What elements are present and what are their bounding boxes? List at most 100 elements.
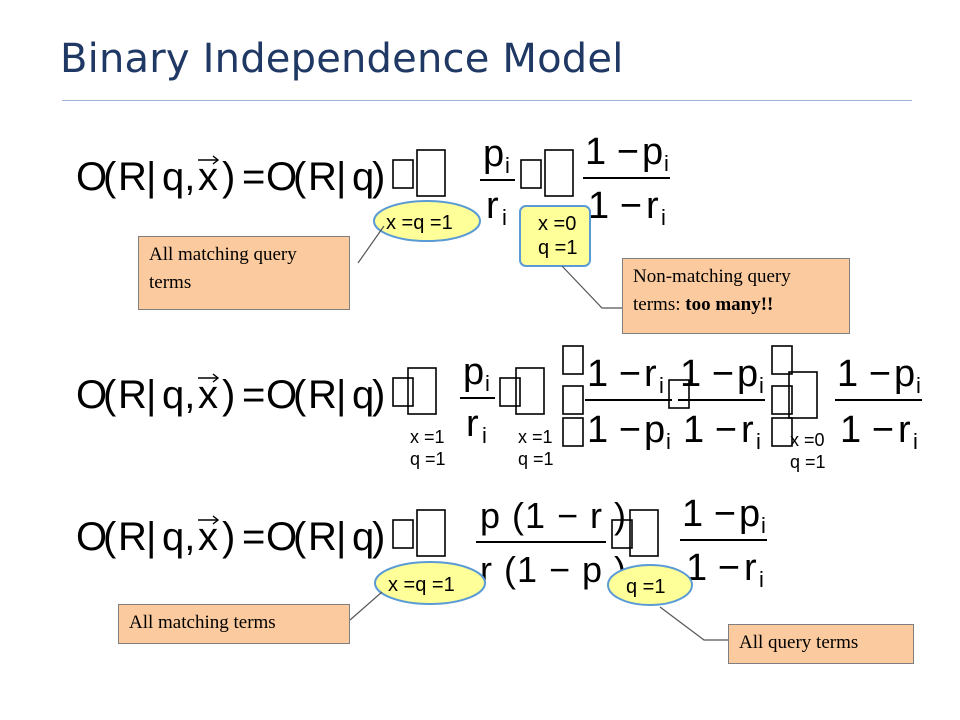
eq3-frac2-num-i: i: [761, 513, 766, 538]
eq3-oval2-condition-text: q =1: [626, 576, 665, 598]
eq2-equals: =: [242, 373, 265, 417]
eq3-lhs-q: q,: [162, 515, 195, 559]
eq1-rhs-open: (: [293, 155, 307, 199]
eq2-product3-glyph-large: [788, 371, 818, 419]
eq3-rhs-open: (: [293, 515, 307, 559]
equation-2: O ( R | q, x ) = O ( R | q ) x =1 q =1 p…: [76, 345, 922, 472]
eq1-rhs-R: R: [308, 155, 337, 199]
callout-all-matching-terms: All matching terms: [118, 604, 350, 644]
eq1-frac2-den-i: i: [661, 205, 666, 230]
eq1-frac2-den-r: r: [646, 185, 659, 227]
eq3-lhs-O: O: [76, 515, 107, 559]
eq2-rhs-O: O: [266, 373, 297, 417]
eq2-frac4-num-1minus: 1 −: [837, 353, 891, 395]
eq3-frac1-denominator: r (1 − p ): [480, 549, 627, 590]
eq2-frac2-den-1minus: 1 −: [587, 409, 641, 451]
eq1-frac1-den-r: r: [486, 185, 499, 227]
eq2-lhs-close: ): [222, 373, 235, 417]
slide-title: Binary Independence Model: [60, 36, 624, 82]
eq3-product2-glyph-large: [629, 509, 659, 557]
callout-all-matching-query-terms: All matching query terms: [138, 236, 350, 310]
eq3-rhs-q: q: [352, 515, 374, 559]
eq1-lhs-R: R: [118, 155, 147, 199]
eq3-matching-condition-oval: [374, 561, 486, 605]
eq1-product2-glyph-large: [544, 149, 574, 197]
eq3-frac2-den-1minus: 1 −: [686, 547, 740, 589]
eq2-vector-arrowhead: [212, 373, 220, 383]
eq1-vector-arrowhead: [212, 155, 220, 165]
eq2-frac4-den-1minus: 1 −: [840, 409, 894, 451]
eq2-frac1-num-i: i: [485, 371, 490, 396]
eq3-rhs-R: R: [308, 515, 337, 559]
eq2-product1-glyph-large: [407, 367, 437, 415]
eq2-rhs-close: ): [372, 373, 385, 417]
eq2-frac2-num-i: i: [659, 373, 664, 398]
eq1-frac1-num-p: p: [483, 133, 504, 175]
eq2-frac2-num-1minus: 1 −: [587, 353, 641, 395]
eq2-lhs-q: q,: [162, 373, 195, 417]
eq1-frac1-num-i: i: [505, 153, 510, 178]
eq1-lhs-q: q,: [162, 155, 195, 199]
eq2-frac2-num-r: r: [644, 353, 657, 395]
eq2-lhs-R: R: [118, 373, 147, 417]
eq3-lhs-x: x: [198, 515, 218, 559]
eq2-frac2-den-i: i: [666, 429, 671, 454]
callout-all-query-terms-text: All query terms: [739, 632, 859, 653]
callout-non-matching-bold-text: too many!!: [685, 294, 774, 315]
eq2-lhs-O: O: [76, 373, 107, 417]
eq2-frac1-num-p: p: [463, 351, 484, 393]
eq1-box-condition-line2: q =1: [538, 237, 577, 259]
eq2-bracket-top-right: [771, 345, 793, 375]
eq3-product2-glyph-small: [611, 519, 633, 549]
eq2-product3-glyph-small: [771, 385, 793, 415]
eq2-frac3-num-i: i: [759, 373, 764, 398]
eq1-box-condition-line1: x =0: [538, 213, 576, 235]
eq2-frac3-den-r: r: [741, 409, 754, 451]
eq3-query-condition-oval: [607, 564, 693, 606]
eq2-bracket-mid-right: [668, 379, 690, 409]
eq1-equals: =: [242, 155, 265, 199]
eq1-frac2-num-i: i: [664, 151, 669, 176]
eq3-oval1-condition-text: x =q =1: [388, 574, 455, 596]
eq1-product2-glyph-small: [520, 159, 542, 189]
eq3-frac2-num-1minus: 1 −: [682, 493, 736, 535]
eq3-lhs-bar: |: [146, 515, 156, 559]
eq1-lhs-bar: |: [146, 155, 156, 199]
eq2-cond1-x: x =1: [410, 427, 445, 447]
eq2-product1-glyph-small: [392, 377, 414, 407]
eq2-product2-glyph-small: [499, 377, 521, 407]
eq1-lhs-open: (: [103, 155, 117, 199]
eq2-bracket-mid-left: [562, 385, 584, 415]
eq3-equals: =: [242, 515, 265, 559]
eq2-rhs-R: R: [308, 373, 337, 417]
eq1-rhs-q: q: [352, 155, 374, 199]
eq1-frac2-num-p: p: [642, 131, 663, 173]
eq3-callout-connector-left: [349, 591, 383, 621]
eq2-product2-glyph-large: [515, 367, 545, 415]
callout-all-query-terms: All query terms: [728, 624, 914, 664]
eq2-rhs-open: (: [293, 373, 307, 417]
eq1-rhs-bar: |: [336, 155, 346, 199]
eq2-frac4-num-i: i: [916, 373, 921, 398]
eq1-product-glyph-large: [416, 149, 446, 197]
eq1-lhs-close: ): [222, 155, 235, 199]
eq2-frac3-num-p: p: [737, 353, 758, 395]
callout-non-matching-text: Non-matching query terms:: [633, 266, 791, 315]
eq1-oval-condition-text: x =q =1: [386, 212, 453, 234]
eq2-frac4-num-p: p: [894, 353, 915, 395]
eq2-cond3-q: q =1: [790, 452, 826, 472]
callout-all-matching-query-terms-text: All matching query terms: [149, 244, 297, 293]
eq3-lhs-R: R: [118, 515, 147, 559]
eq3-lhs-close: ): [222, 515, 235, 559]
eq3-frac2-den-r: r: [744, 547, 757, 589]
title-underline: [62, 100, 912, 101]
eq1-product-glyph-small: [392, 159, 414, 189]
eq2-rhs-bar: |: [336, 373, 346, 417]
eq1-nonmatching-condition-box: [519, 205, 591, 267]
eq3-rhs-close: ): [372, 515, 385, 559]
eq3-rhs-O: O: [266, 515, 297, 559]
eq1-rhs-close: ): [372, 155, 385, 199]
eq2-frac2-den-p: p: [644, 409, 665, 451]
eq2-frac4-den-i: i: [913, 429, 918, 454]
